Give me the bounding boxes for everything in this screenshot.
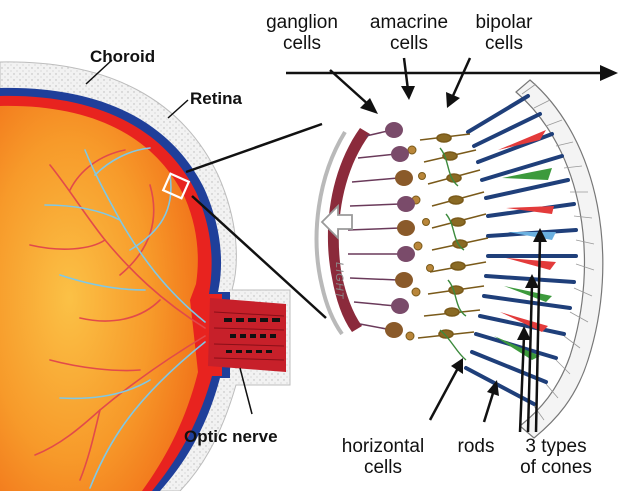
retina-pointer <box>168 100 188 118</box>
horizontal-label-line1: horizontal <box>328 436 438 457</box>
cones-label: 3 types of cones <box>506 436 606 478</box>
choroid-label: Choroid <box>90 46 155 67</box>
cones-label-line2: of cones <box>506 457 606 478</box>
ganglion-label: ganglion cells <box>252 12 352 54</box>
bipolar-label-line2: cells <box>462 33 546 54</box>
ganglion-label-line2: cells <box>252 33 352 54</box>
retina-label: Retina <box>190 88 242 109</box>
pointer-arrows <box>330 58 547 432</box>
cone-green <box>494 336 540 360</box>
horizontal-label: horizontal cells <box>328 436 438 478</box>
amacrine-label: amacrine cells <box>356 12 462 54</box>
retina-zoom: LIGHT <box>317 80 603 438</box>
optic-nerve-label: Optic nerve <box>184 426 278 447</box>
bipolar-label: bipolar cells <box>462 12 546 54</box>
zoom-line-top <box>186 124 322 172</box>
ganglion-label-line1: ganglion <box>252 12 352 33</box>
horizontal-label-line2: cells <box>328 457 438 478</box>
top-arrow <box>286 65 618 81</box>
bipolar-cells <box>418 134 488 338</box>
amacrine-label-line1: amacrine <box>356 12 462 33</box>
rods-label: rods <box>446 436 506 457</box>
amacrine-label-line2: cells <box>356 33 462 54</box>
bipolar-label-line1: bipolar <box>462 12 546 33</box>
cone-red <box>506 258 556 270</box>
cones-label-line1: 3 types <box>506 436 606 457</box>
light-label: LIGHT <box>333 262 345 300</box>
ganglion-cells <box>348 122 415 338</box>
